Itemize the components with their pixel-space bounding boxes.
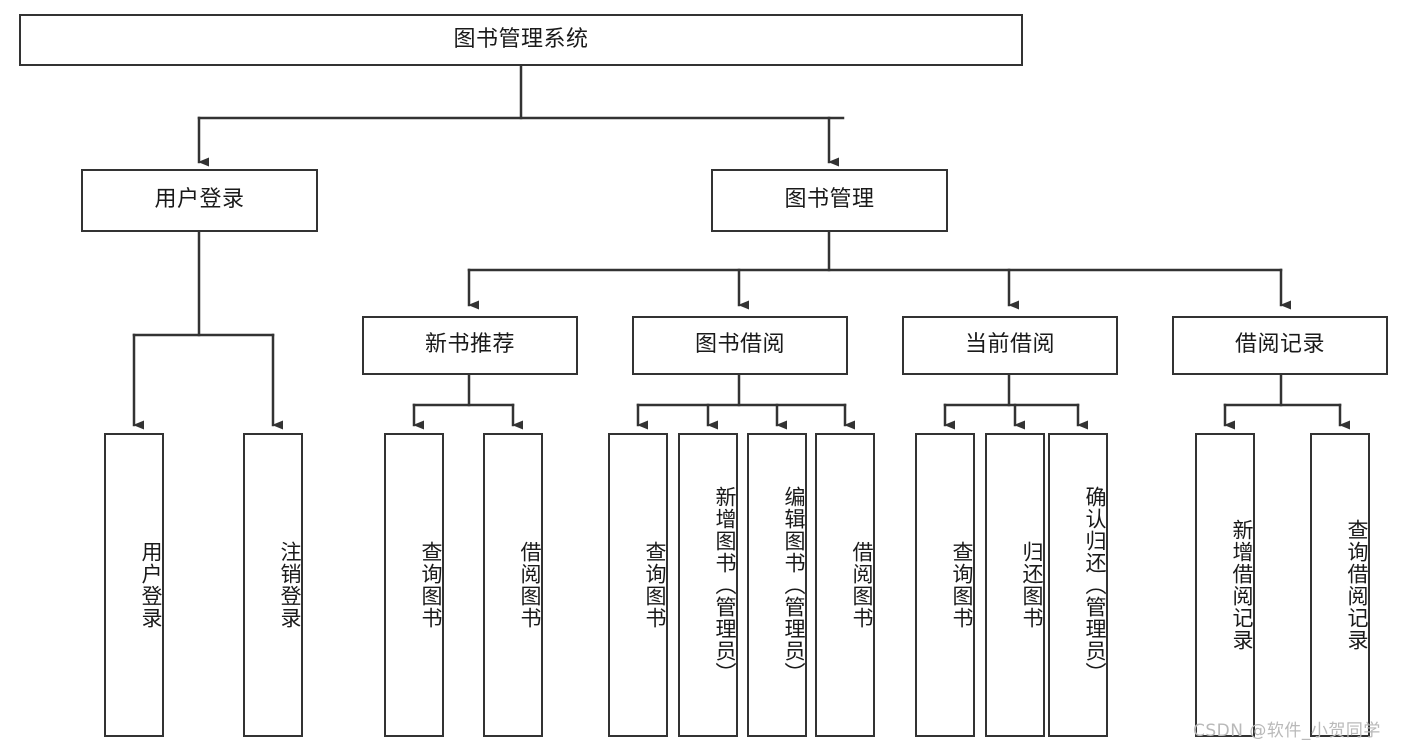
node-label: 新增图书（管理员）: [713, 486, 737, 684]
node-label: 图书借阅: [694, 332, 785, 358]
node-leaf-logout[interactable]: 注销登录: [243, 433, 303, 737]
node-label: 图书管理系统: [453, 26, 589, 52]
node-leaf-edit-book-admin[interactable]: 编辑图书（管理员）: [747, 433, 807, 737]
node-user-login[interactable]: 用户登录: [81, 169, 318, 232]
node-leaf-add-borrow-record[interactable]: 新增借阅记录: [1195, 433, 1255, 737]
node-label: 注销登录: [278, 541, 302, 629]
node-label: 借阅图书: [518, 541, 542, 629]
node-root-library-management-system[interactable]: 图书管理系统: [19, 14, 1023, 66]
node-label: 图书管理: [784, 187, 875, 213]
csdn-watermark: CSDN @软件_小贺同学: [1193, 721, 1381, 741]
node-leaf-return-book[interactable]: 归还图书: [985, 433, 1045, 737]
node-label: 用户登录: [154, 187, 245, 213]
node-current-borrow[interactable]: 当前借阅: [902, 316, 1118, 375]
node-label: 查询借阅记录: [1345, 519, 1369, 651]
node-book-management[interactable]: 图书管理: [711, 169, 948, 232]
node-new-book-recommend[interactable]: 新书推荐: [362, 316, 578, 375]
node-book-borrow[interactable]: 图书借阅: [632, 316, 848, 375]
node-label: 查询图书: [643, 541, 667, 629]
node-label: 查询图书: [419, 541, 443, 629]
node-leaf-add-book-admin[interactable]: 新增图书（管理员）: [678, 433, 738, 737]
node-label: 用户登录: [139, 541, 163, 629]
node-leaf-borrow-book-new[interactable]: 借阅图书: [483, 433, 543, 737]
node-label: 当前借阅: [964, 332, 1055, 358]
node-label: 编辑图书（管理员）: [782, 486, 806, 684]
node-label: 查询图书: [950, 541, 974, 629]
node-leaf-borrow-book[interactable]: 借阅图书: [815, 433, 875, 737]
node-leaf-query-book-new[interactable]: 查询图书: [384, 433, 444, 737]
node-label: 借阅图书: [850, 541, 874, 629]
node-leaf-query-borrow-record[interactable]: 查询借阅记录: [1310, 433, 1370, 737]
node-leaf-query-book-current[interactable]: 查询图书: [915, 433, 975, 737]
node-label: 确认归还（管理员）: [1083, 486, 1107, 684]
node-label: 新书推荐: [424, 332, 515, 358]
node-leaf-query-book-borrow[interactable]: 查询图书: [608, 433, 668, 737]
node-leaf-user-login[interactable]: 用户登录: [104, 433, 164, 737]
node-label: 借阅记录: [1234, 332, 1325, 358]
node-label: 新增借阅记录: [1230, 519, 1254, 651]
node-leaf-confirm-return-admin[interactable]: 确认归还（管理员）: [1048, 433, 1108, 737]
node-label: 归还图书: [1020, 541, 1044, 629]
node-borrow-record[interactable]: 借阅记录: [1172, 316, 1388, 375]
